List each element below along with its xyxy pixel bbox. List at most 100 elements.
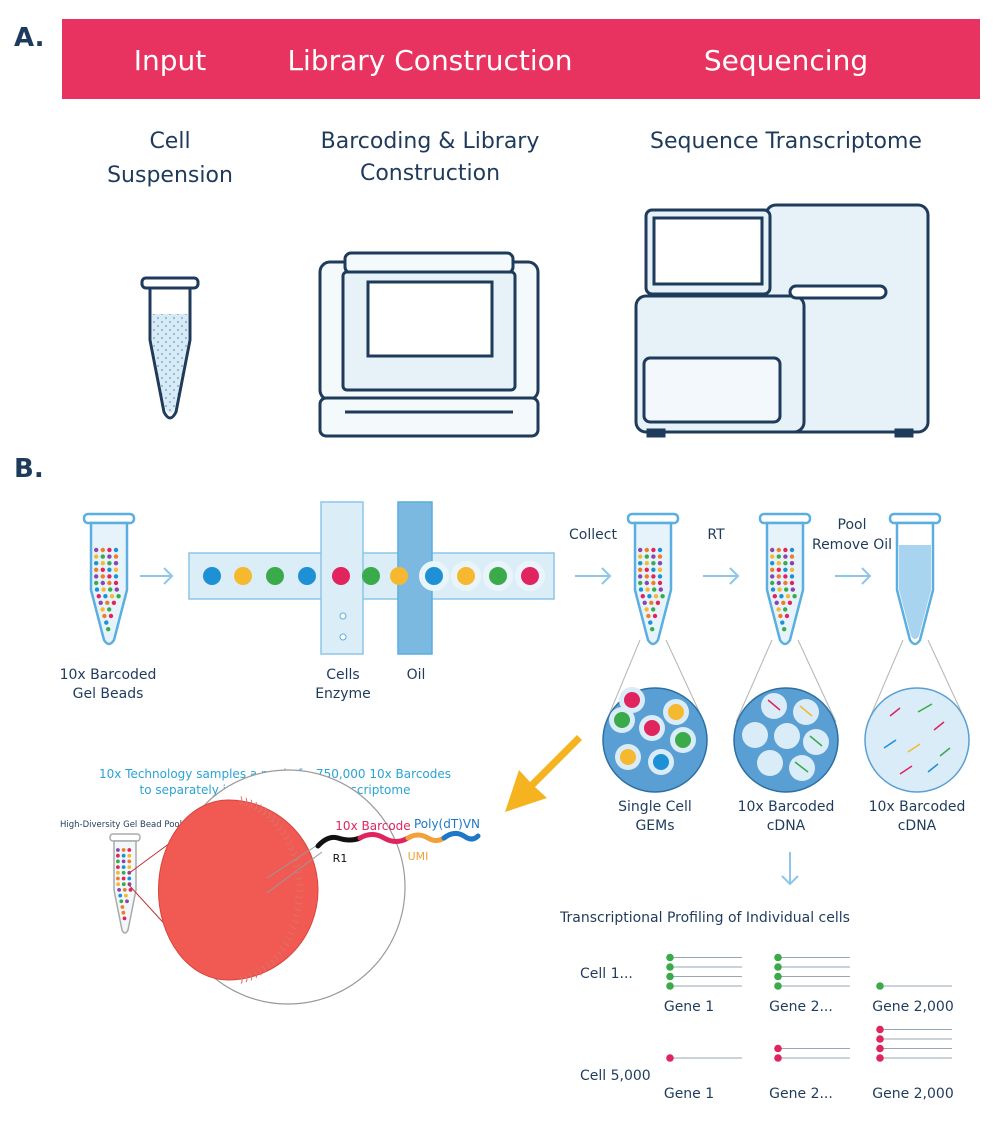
bead-dot <box>783 607 788 612</box>
bead-dot <box>657 567 663 572</box>
bead-dot <box>127 848 132 852</box>
oligo-fringe <box>253 971 257 979</box>
bead-dot <box>106 627 111 632</box>
bead-dot <box>776 580 781 586</box>
bead-dot <box>657 561 663 566</box>
bead-dot <box>116 865 120 869</box>
bead-dot <box>127 865 132 869</box>
bead-dot <box>638 554 643 559</box>
oligo-fringe <box>257 804 262 813</box>
bead-dot <box>648 620 653 625</box>
oligo-fringe <box>295 889 304 892</box>
bead-dot <box>102 613 107 619</box>
bead-dot <box>116 848 120 852</box>
big-yellow-arrow-icon <box>505 735 582 812</box>
oligo-fringe <box>289 851 297 856</box>
bead-dot <box>113 567 119 572</box>
oligo-fringe <box>269 958 275 965</box>
chip-bead <box>425 567 443 585</box>
bead-dot <box>100 580 106 586</box>
cell1-gene1-label: Gene 1 <box>664 999 714 1015</box>
stage-banner <box>62 19 980 99</box>
bead-dot <box>121 870 126 875</box>
bead-dot <box>644 607 649 612</box>
bead-dot <box>119 899 124 904</box>
collect-label: Collect <box>569 527 617 543</box>
expression-dot <box>666 982 674 990</box>
oligo-fringe <box>276 823 283 831</box>
bead-dot <box>776 574 781 579</box>
collect-arrow-icon <box>575 567 612 585</box>
bead-dot <box>644 567 649 572</box>
oligo-fringe <box>261 965 267 973</box>
gel-beads-label-line1: 10x Barcoded <box>60 667 157 683</box>
bead-dot <box>120 905 125 909</box>
oligo-fringe <box>287 845 295 851</box>
bead-dot <box>103 594 108 599</box>
bead-dot <box>121 910 126 915</box>
profile-cell-1-label: Cell 1... <box>580 966 633 982</box>
bead-dot <box>122 888 127 892</box>
bead-dot <box>107 607 112 612</box>
oligo-fringe <box>285 839 293 845</box>
bead-dot <box>107 580 112 586</box>
oligo-fringe <box>269 815 275 822</box>
bead-dot <box>104 620 109 625</box>
bead-dot <box>783 580 788 586</box>
bead-dot <box>121 853 126 858</box>
bead-dot <box>646 613 651 619</box>
bead-dot <box>100 567 106 572</box>
step-input-line1: Cell <box>149 129 190 154</box>
oligo-fringe <box>253 801 257 810</box>
bead-dot <box>94 567 99 572</box>
bead-dot <box>781 600 786 605</box>
oligo-fringe <box>291 857 299 862</box>
oligo-fringe <box>295 901 303 905</box>
oligo-polydt-label: Poly(dT)VN <box>414 817 480 831</box>
bead-dot <box>657 547 663 553</box>
bead-dot <box>645 587 650 592</box>
bead-dot <box>94 580 99 586</box>
oligo-fringe <box>279 828 286 835</box>
bead-dot <box>790 587 795 592</box>
bead-dot <box>660 594 665 599</box>
profile-cell-2-label: Cell 5,000 <box>580 1068 651 1084</box>
oligo-umi-label: UMI <box>408 850 429 863</box>
bead-dot <box>121 865 126 869</box>
bead-dot <box>96 594 102 599</box>
bead-dot <box>651 567 656 572</box>
down-arrow-icon <box>781 852 799 886</box>
bead-dot <box>657 580 663 586</box>
oligo-fringe <box>291 919 299 924</box>
bead-dot <box>783 574 788 579</box>
oligo-fringe <box>285 936 292 941</box>
oligo-r1-label: R1 <box>333 852 348 865</box>
bead-dot <box>100 561 106 566</box>
oligo-fringe <box>295 895 304 899</box>
bead-dot <box>128 888 133 892</box>
bead-dot <box>121 882 126 887</box>
oligo-barcode-label: 10x Barcode <box>335 819 410 833</box>
expression-dot <box>876 1025 884 1034</box>
gem-circle-icon <box>602 687 708 793</box>
expression-dot <box>774 963 782 971</box>
oil-label: Oil <box>407 667 426 683</box>
oligo-fringe <box>282 941 289 947</box>
oligo-fringe <box>239 796 243 805</box>
bead-dot <box>778 613 783 619</box>
bead-dot <box>657 574 663 579</box>
oligo-fringe <box>244 797 248 806</box>
bead-dot <box>789 567 795 572</box>
bead-dot <box>651 580 656 586</box>
chip-bead <box>489 567 507 585</box>
bead-dot <box>789 547 795 553</box>
bead-dot <box>644 554 649 559</box>
bead-dot <box>792 594 797 599</box>
cell-suspension-tube-icon <box>140 276 200 420</box>
bead-dot <box>111 600 117 605</box>
chromium-controller-icon <box>318 251 540 438</box>
panel-b-letter: B. <box>14 454 44 484</box>
bead-dot <box>100 574 106 579</box>
bead-dot <box>94 554 99 559</box>
gel-bead-tube-icon <box>82 512 136 646</box>
